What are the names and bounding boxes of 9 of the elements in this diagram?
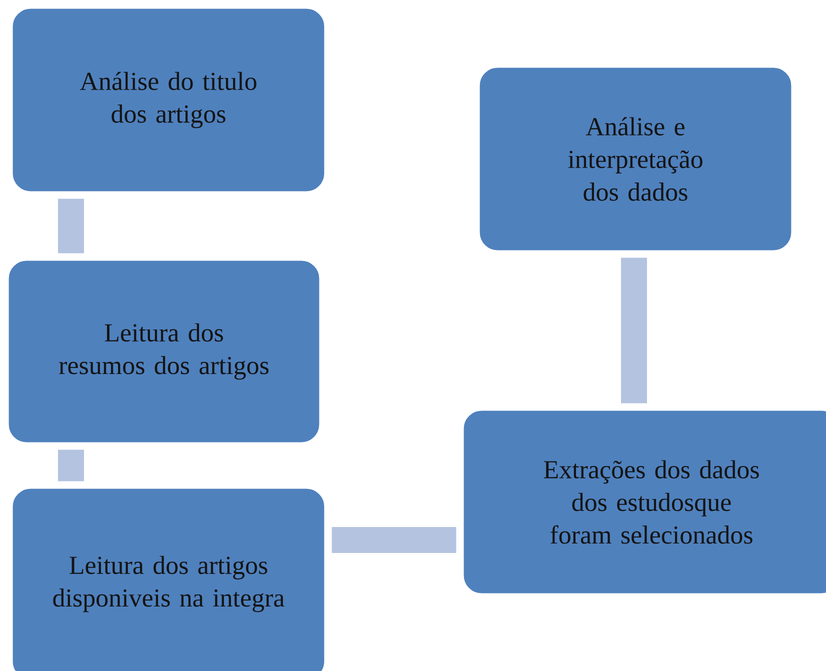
- connector-bar: [58, 450, 84, 482]
- process-box: Leitura dos artigos disponiveis na integra: [11, 487, 326, 671]
- connector-bar: [621, 258, 647, 404]
- process-box: Extrações dos dados dos estudosque foram selecionados: [462, 409, 826, 595]
- connector-bar: [58, 198, 84, 254]
- process-box: Leitura dos resumos dos artigos: [7, 259, 321, 444]
- connector-bar: [332, 527, 456, 553]
- process-box: Análise e interpretação dos dados: [478, 66, 793, 252]
- process-box: Análise do titulo dos artigos: [11, 7, 326, 193]
